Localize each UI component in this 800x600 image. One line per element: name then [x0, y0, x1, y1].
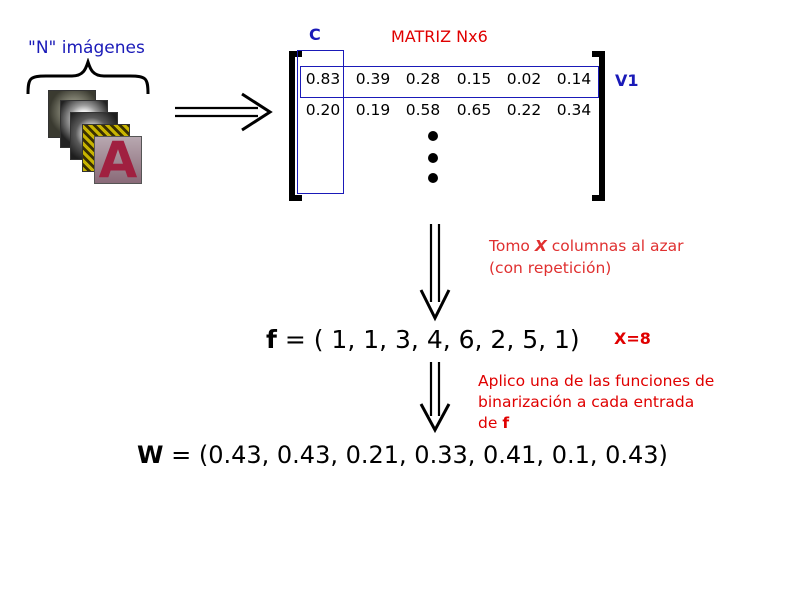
matrix-cell: 0.02 — [506, 70, 542, 88]
w-var: W — [137, 441, 164, 469]
step1-note: Tomo X columnas al azar (con repetición) — [489, 235, 749, 279]
w-equation: W = (0.43, 0.43, 0.21, 0.33, 0.41, 0.1, … — [137, 441, 668, 469]
column-highlight-box — [297, 50, 344, 194]
x-count-label: X=8 — [614, 329, 651, 348]
down-arrow-icon — [419, 224, 451, 322]
matrix-cell: 0.19 — [355, 101, 391, 119]
matrix-title: MATRIZ Nx6 — [391, 27, 488, 46]
f-var: f — [266, 325, 277, 354]
matrix-cell: 0.22 — [506, 101, 542, 119]
step2-note-line2: binarización a cada entrada — [478, 393, 695, 411]
matrix-cell: 0.15 — [456, 70, 492, 88]
step1-note-prefix: Tomo — [489, 237, 535, 255]
matrix-cell: 0.83 — [305, 70, 341, 88]
matrix-cell: 0.58 — [405, 101, 441, 119]
images-label: "N" imágenes — [28, 38, 145, 58]
ellipsis-dot — [428, 173, 438, 183]
ellipsis-dot — [428, 131, 438, 141]
step2-note-var: f — [502, 414, 510, 432]
matrix-cell: 0.65 — [456, 101, 492, 119]
matrix-cell: 0.28 — [405, 70, 441, 88]
down-arrow-icon — [419, 362, 451, 434]
w-expr: = (0.43, 0.43, 0.21, 0.33, 0.41, 0.1, 0.… — [163, 441, 668, 469]
step1-note-var: X — [534, 237, 547, 255]
row-label: V1 — [615, 71, 639, 90]
matrix-cell: 0.14 — [556, 70, 592, 88]
matrix-cell: 0.34 — [556, 101, 592, 119]
matrix-cell: 0.39 — [355, 70, 391, 88]
curly-brace-icon — [26, 58, 150, 95]
matrix-cell: 0.20 — [305, 101, 341, 119]
right-arrow-icon — [175, 92, 273, 132]
step1-note-suffix: columnas al azar — [546, 237, 684, 255]
f-expr: = ( 1, 1, 3, 4, 6, 2, 5, 1) — [276, 325, 580, 354]
image-thumbnail: A — [94, 131, 142, 189]
ellipsis-dot — [428, 153, 438, 163]
step2-note: Aplico una de las funciones de binarizac… — [478, 371, 758, 434]
letter-a-glyph: A — [98, 131, 138, 189]
row-highlight-box — [300, 66, 599, 98]
f-equation: f = ( 1, 1, 3, 4, 6, 2, 5, 1) — [266, 325, 580, 354]
step2-note-line3-prefix: de — [478, 414, 503, 432]
column-label: C — [309, 25, 321, 44]
step1-note-line2: (con repetición) — [489, 259, 612, 277]
step2-note-line1: Aplico una de las funciones de — [478, 372, 715, 390]
